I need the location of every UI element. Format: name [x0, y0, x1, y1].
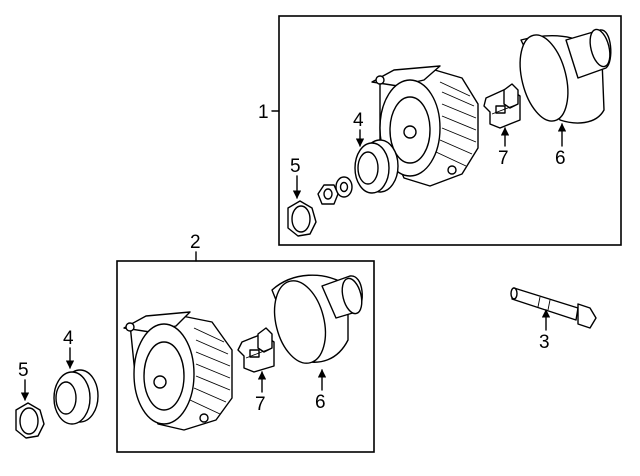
svg-text:1: 1 [258, 102, 269, 123]
svg-text:6: 6 [555, 148, 566, 169]
air-shroud-top [519, 28, 612, 124]
alternator-top [371, 65, 479, 187]
svg-text:2: 2 [190, 232, 201, 253]
callout-7-top: 7 [498, 127, 510, 169]
pulley-top [354, 139, 399, 194]
cap-top [287, 200, 317, 237]
voltage-regulator-bottom [237, 327, 275, 373]
assembly-box-2 [116, 260, 375, 453]
callout-4-top: 4 [353, 110, 365, 147]
alternator-bottom [123, 311, 233, 431]
assembly-box-1 [278, 15, 622, 246]
callout-2: 2 [190, 232, 201, 262]
svg-text:4: 4 [353, 110, 364, 131]
nut-top [317, 184, 339, 205]
callout-4-bottom: 4 [63, 328, 75, 369]
svg-text:5: 5 [18, 360, 29, 381]
svg-text:3: 3 [539, 332, 550, 353]
bolt [510, 287, 597, 329]
svg-text:5: 5 [290, 156, 301, 177]
callout-6-bottom: 6 [315, 369, 327, 413]
air-shroud-bottom [271, 274, 363, 364]
svg-text:6: 6 [315, 392, 326, 413]
svg-text:7: 7 [498, 148, 509, 169]
voltage-regulator-top [483, 83, 521, 129]
washer-top [335, 176, 353, 198]
pulley-bottom [53, 369, 99, 425]
callout-6-top: 6 [555, 123, 567, 169]
svg-text:4: 4 [63, 328, 74, 349]
callout-3: 3 [539, 309, 551, 353]
cap-bottom [15, 402, 45, 439]
callout-1: 1 [258, 102, 280, 123]
svg-text:7: 7 [255, 394, 266, 415]
callout-5-bottom: 5 [18, 360, 30, 401]
callout-7-bottom: 7 [255, 371, 267, 415]
callout-5-top: 5 [290, 156, 302, 199]
